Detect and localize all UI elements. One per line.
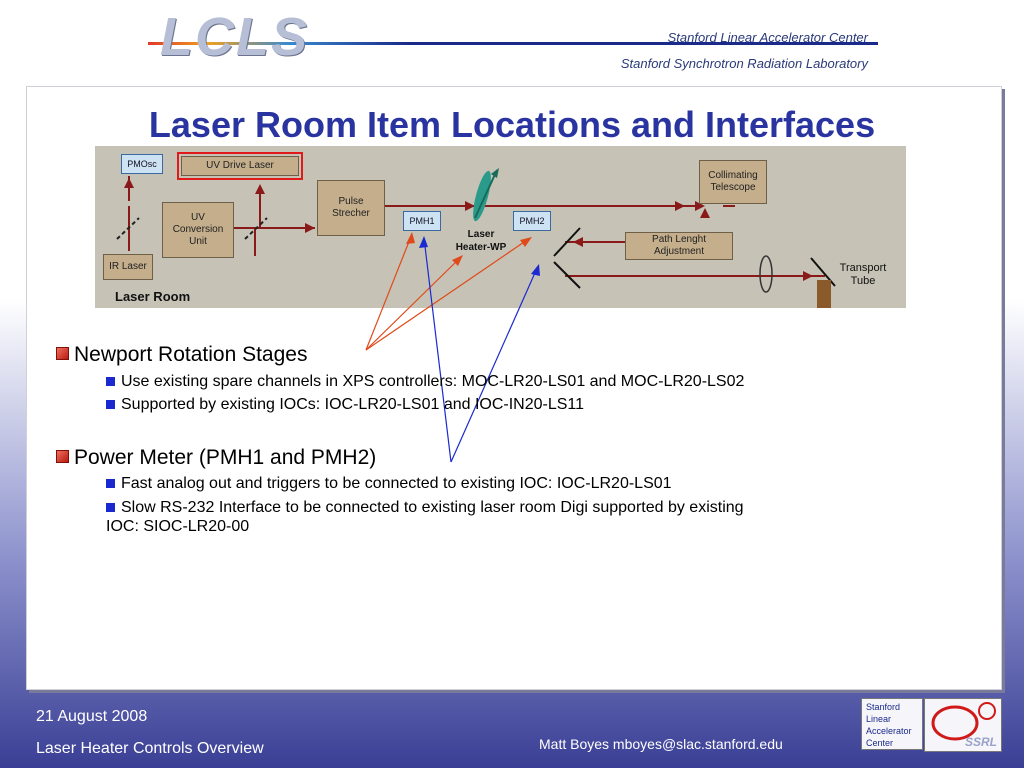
ssrl-logo: SSRL xyxy=(924,698,1002,752)
slac-logo-line: Linear xyxy=(866,714,892,724)
uv-drive-laser-box: UV Drive Laser xyxy=(177,152,303,180)
sub-bullet-iocs-text: Supported by existing IOCs: IOC-LR20-LS0… xyxy=(121,396,585,413)
bullet-newport-text: Newport Rotation Stages xyxy=(74,343,308,366)
uv-conversion-unit-label: UV Conversion Unit xyxy=(172,212,224,247)
sub-bullet-square-icon xyxy=(106,479,115,488)
collimating-telescope-box: Collimating Telescope xyxy=(699,160,767,204)
laser-heater-wp-label: Laser Heater-WP xyxy=(455,229,507,253)
transport-tube-label: Transport Tube xyxy=(839,262,887,287)
sub-bullet-analog: Fast analog out and triggers to be conne… xyxy=(106,475,672,493)
sub-bullet-square-icon xyxy=(106,400,115,409)
pulse-strecher-box: Pulse Strecher xyxy=(317,180,385,236)
sub-bullet-xps: Use existing spare channels in XPS contr… xyxy=(106,373,744,391)
footer-title: Laser Heater Controls Overview xyxy=(36,740,264,757)
org-ssrl: Stanford Synchrotron Radiation Laborator… xyxy=(620,56,868,71)
bullet-square-icon xyxy=(56,347,69,360)
pmh2-box: PMH2 xyxy=(513,211,551,231)
path-lenght-adjustment-label: Path Lenght Adjustment xyxy=(652,234,706,257)
footer-author: Matt Boyes mboyes@slac.stanford.edu xyxy=(539,736,783,752)
sub-bullet-rs232-text: Slow RS-232 Interface to be connected to… xyxy=(121,499,744,516)
logo-rule xyxy=(148,42,878,45)
sub-bullet-square-icon xyxy=(106,377,115,386)
uv-drive-laser-label: UV Drive Laser xyxy=(206,160,274,171)
collimating-telescope-label: Collimating Telescope xyxy=(708,170,758,193)
ir-laser-label: IR Laser xyxy=(109,261,147,272)
pmosc-box: PMOsc xyxy=(121,154,163,174)
bullet-newport: Newport Rotation Stages xyxy=(56,343,307,367)
slac-logo-line: Stanford xyxy=(866,702,901,712)
ssrl-ring-icon xyxy=(931,702,996,741)
path-lenght-adjustment-box: Path Lenght Adjustment xyxy=(625,232,733,260)
slide-title: Laser Room Item Locations and Interfaces xyxy=(148,104,876,145)
header-band: LCLS Stanford Linear Accelerator Center … xyxy=(0,0,1024,80)
laser-room-label: Laser Room xyxy=(115,289,191,304)
ir-laser-box: IR Laser xyxy=(103,254,153,280)
bullet-power-meter: Power Meter (PMH1 and PMH2) xyxy=(56,446,376,470)
sub-bullet-xps-text: Use existing spare channels in XPS contr… xyxy=(121,373,745,390)
pmh1-box: PMH1 xyxy=(403,211,441,231)
lcls-logo: LCLS xyxy=(160,7,309,67)
slac-logo-line: Accelerator xyxy=(866,726,912,736)
slac-logo-line: Center xyxy=(866,738,894,748)
sub-bullet-square-icon xyxy=(106,503,115,512)
ssrl-logo-text: SSRL xyxy=(964,735,997,749)
org-slac: Stanford Linear Accelerator Center xyxy=(667,30,868,45)
sub-bullet-rs232-cont: IOC: SIOC-LR20-00 xyxy=(106,518,250,535)
footer-date: 21 August 2008 xyxy=(36,708,148,725)
sub-bullet-iocs: Supported by existing IOCs: IOC-LR20-LS0… xyxy=(106,396,584,414)
bullet-square-icon xyxy=(56,450,69,463)
sub-bullet-rs232: Slow RS-232 Interface to be connected to… xyxy=(106,499,744,517)
uv-conversion-unit-box: UV Conversion Unit xyxy=(162,202,234,258)
bullet-power-meter-text: Power Meter (PMH1 and PMH2) xyxy=(74,446,377,469)
sub-bullet-analog-text: Fast analog out and triggers to be conne… xyxy=(121,475,672,492)
pulse-strecher-label: Pulse Strecher xyxy=(332,196,370,219)
slac-logo: Stanford Linear Accelerator Center xyxy=(861,698,923,750)
laser-room-diagram: PMOsc UV Drive Laser UV Conversion Unit … xyxy=(95,146,906,308)
